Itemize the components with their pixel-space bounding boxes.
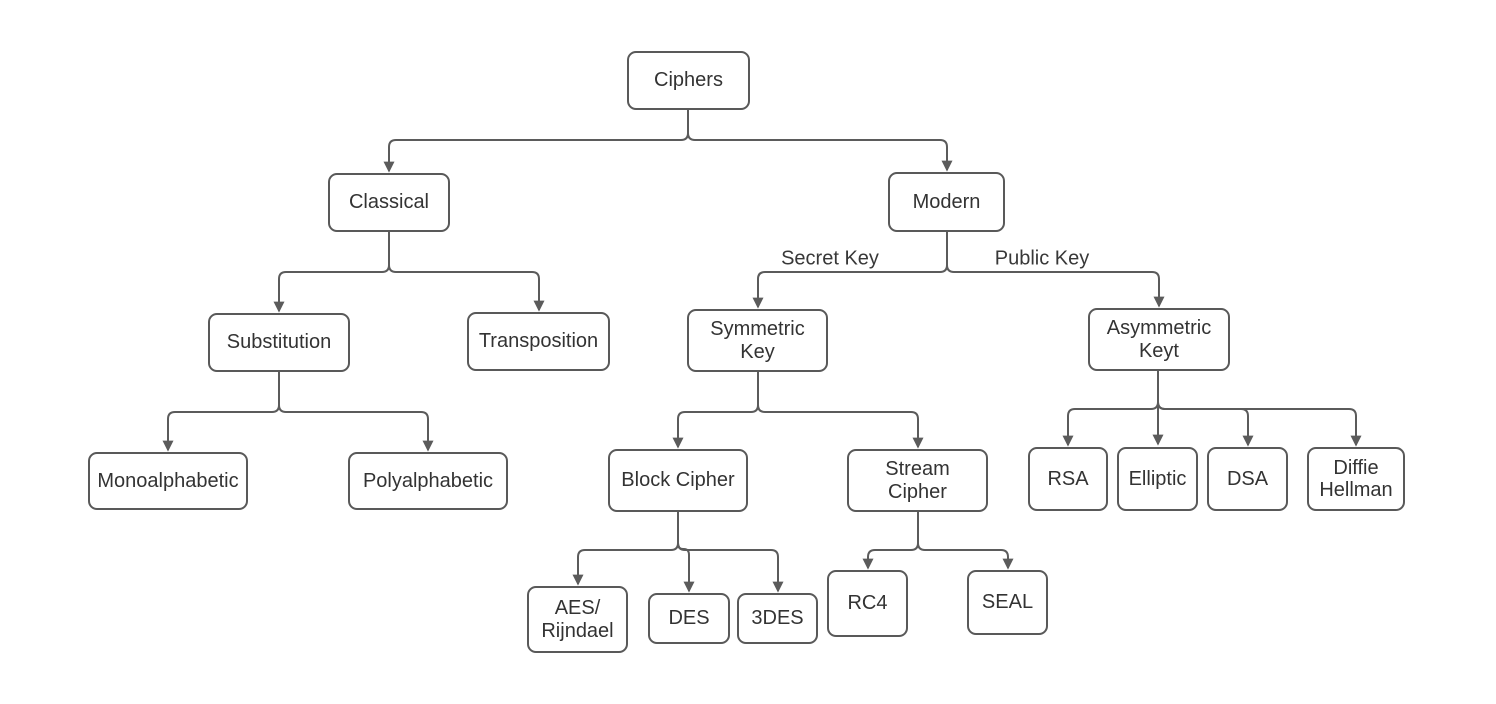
node-rsa: RSA [1028,447,1108,511]
node-substitution: Substitution [208,313,350,372]
node-diffie-hellman: Diffie Hellman [1307,447,1405,511]
node-3des: 3DES [737,593,818,644]
node-seal: SEAL [967,570,1048,635]
node-transposition: Transposition [467,312,610,371]
node-monoalphabetic: Monoalphabetic [88,452,248,510]
node-ciphers: Ciphers [627,51,750,110]
edge-symmetric-key-stream-cipher [757,372,924,449]
node-rc4: RC4 [827,570,908,637]
node-block-cipher: Block Cipher [608,449,748,512]
node-elliptic: Elliptic [1117,447,1198,511]
edge-classical-substitution [273,232,390,313]
node-aes-rijndael: AES/ Rijndael [527,586,628,653]
edge-stream-cipher-rc4 [862,512,919,570]
edge-block-cipher-3des [677,512,784,593]
node-des: DES [648,593,730,644]
edge-modern-asymmetric-key [946,232,1165,308]
edge-asymmetric-key-diffie-hellman [1157,371,1362,447]
node-symmetric-key: Symmetric Key [687,309,828,372]
edge-substitution-monoalphabetic [162,372,280,452]
edge-symmetric-key-block-cipher [672,372,759,449]
edge-block-cipher-des [677,512,695,593]
edge-classical-transposition [388,232,545,312]
edge-label-public-key: Public Key [991,247,1093,271]
edge-block-cipher-aes-rijndael [572,512,679,586]
edge-label-secret-key: Secret Key [778,247,882,271]
edge-stream-cipher-seal [917,512,1014,570]
edge-ciphers-classical [383,110,689,173]
node-asymmetric-key: Asymmetric Keyt [1088,308,1230,371]
node-polyalphabetic: Polyalphabetic [348,452,508,510]
node-modern: Modern [888,172,1005,232]
edge-asymmetric-key-rsa [1062,371,1159,447]
node-classical: Classical [328,173,450,232]
edge-substitution-polyalphabetic [278,372,434,452]
edge-ciphers-modern [687,110,953,172]
node-stream-cipher: Stream Cipher [847,449,988,512]
node-dsa: DSA [1207,447,1288,511]
